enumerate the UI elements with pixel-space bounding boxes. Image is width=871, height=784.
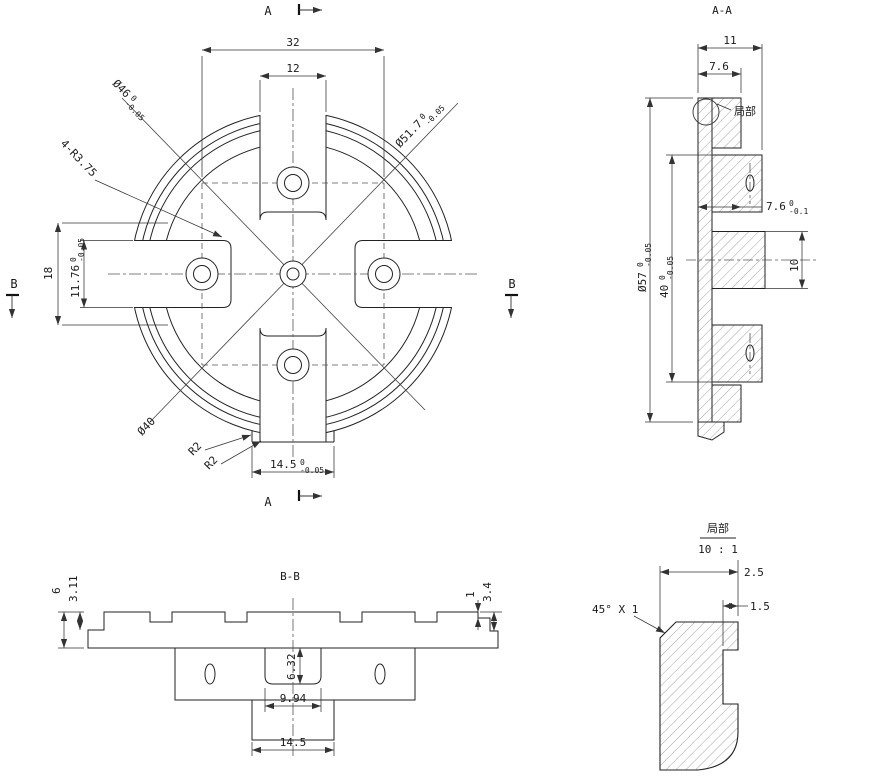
aa-dimension-labels: 11 7.6 Ø57 0 -0.05 40 0 -0.05 7.6 0 -0.1… [636,34,808,298]
r2-upper-label: R2 [186,440,205,459]
detail-dimension-labels: 2.5 1.5 45° X 1 [592,566,770,616]
section-marker-a-top: A [264,4,272,18]
bb-dim-1-label: 1 [464,591,477,598]
front-section-markers: A A B B [6,4,518,509]
aa-profile [697,97,766,441]
svg-text:-0.05: -0.05 [77,238,86,262]
aa-dim-10-label: 10 [788,259,801,272]
bb-dimension-lines [58,600,502,756]
dim-14-5-label: 14.5 0 -0.05 [270,458,324,475]
dia-40-label: Ø40 [135,415,158,438]
section-bb-view: B-B [50,570,502,756]
aa-dia-57-label: Ø57 0 -0.05 [636,243,653,292]
bb-dimension-labels: 6 3.11 1 3.4 6.32 9.94 14.5 [50,576,494,750]
svg-text:14.5: 14.5 [270,458,297,471]
detail-view: 局部 10 : 1 2.5 1.5 45° X 1 [592,521,770,771]
section-aa-title: A-A [712,4,732,17]
svg-text:0: 0 [658,275,667,280]
svg-text:0: 0 [129,94,139,104]
detail-title: 局部 10 : 1 [698,521,738,556]
svg-text:0: 0 [418,112,428,122]
section-bb-title: B-B [280,570,300,583]
aa-centerlines [686,163,816,374]
r2-lower-label: R2 [202,454,221,473]
label-4-r3-75: 4-R3.75 [58,137,100,179]
svg-text:0: 0 [789,199,794,208]
aa-dim-40-label: 40 0 -0.05 [658,256,675,298]
detail-title-name: 局部 [707,521,729,535]
dim-12-label: 12 [286,62,299,75]
svg-text:7.6: 7.6 [766,200,786,213]
svg-text:Ø57: Ø57 [636,272,649,292]
dim-18-label: 18 [42,267,55,280]
dia-51-7-label: Ø51.7 0 -0.05 [393,103,447,150]
svg-text:-0.05: -0.05 [644,243,653,267]
svg-text:-0.1: -0.1 [789,207,808,216]
front-clover-outline [134,115,452,442]
aa-dim-11-label: 11 [723,34,736,47]
bb-dim-6-32-label: 6.32 [285,654,298,681]
svg-text:40: 40 [658,285,671,298]
front-dimension-lines [54,46,385,478]
aa-dimension-lines [645,44,808,423]
detail-profile [659,621,739,771]
detail-dim-2-5-label: 2.5 [744,566,764,579]
aa-detail-callout [692,98,732,126]
section-aa-view: A-A 局部 [636,4,816,441]
front-diagonal-leaders [121,97,459,423]
svg-text:Ø46: Ø46 [110,77,133,100]
bb-dim-6-label: 6 [50,587,63,594]
section-marker-b-left: B [10,277,17,291]
svg-text:-0.05: -0.05 [666,256,675,280]
aa-dim-7-6-label: 7.6 [709,60,729,73]
dim-11-76-label: 11.76 0 -0.05 [69,238,86,298]
svg-text:-0.05: -0.05 [424,103,447,127]
dim-32-label: 32 [286,36,299,49]
section-marker-b-right: B [508,277,515,291]
detail-dim-1-5-label: 1.5 [750,600,770,613]
svg-text:0: 0 [300,458,305,467]
bb-dim-9-94-label: 9.94 [280,692,307,705]
front-holes [185,166,401,382]
svg-text:-0.05: -0.05 [300,466,324,475]
svg-text:-0.05: -0.05 [123,99,146,123]
detail-dimension-lines [633,560,748,646]
svg-text:0: 0 [69,257,78,262]
aa-dim-7-6-tol-label: 7.6 0 -0.1 [766,199,808,216]
detail-title-scale: 10 : 1 [698,543,738,556]
dia-46-label: Ø46 0 -0.05 [110,77,146,123]
svg-text:Ø51.7: Ø51.7 [393,117,425,150]
front-view: A A B B 32 12 18 11.76 0 -0.05 Ø46 [6,4,518,509]
section-marker-a-bottom: A [264,495,272,509]
svg-text:11.76: 11.76 [69,265,82,298]
bb-dim-14-5-label: 14.5 [280,736,307,749]
aa-callout-label: 局部 [734,104,756,118]
detail-chamfer-label: 45° X 1 [592,603,638,616]
svg-text:0: 0 [636,262,645,267]
bb-dim-3-4-label: 3.4 [481,582,494,602]
bb-dim-3-11-label: 3.11 [67,576,80,603]
